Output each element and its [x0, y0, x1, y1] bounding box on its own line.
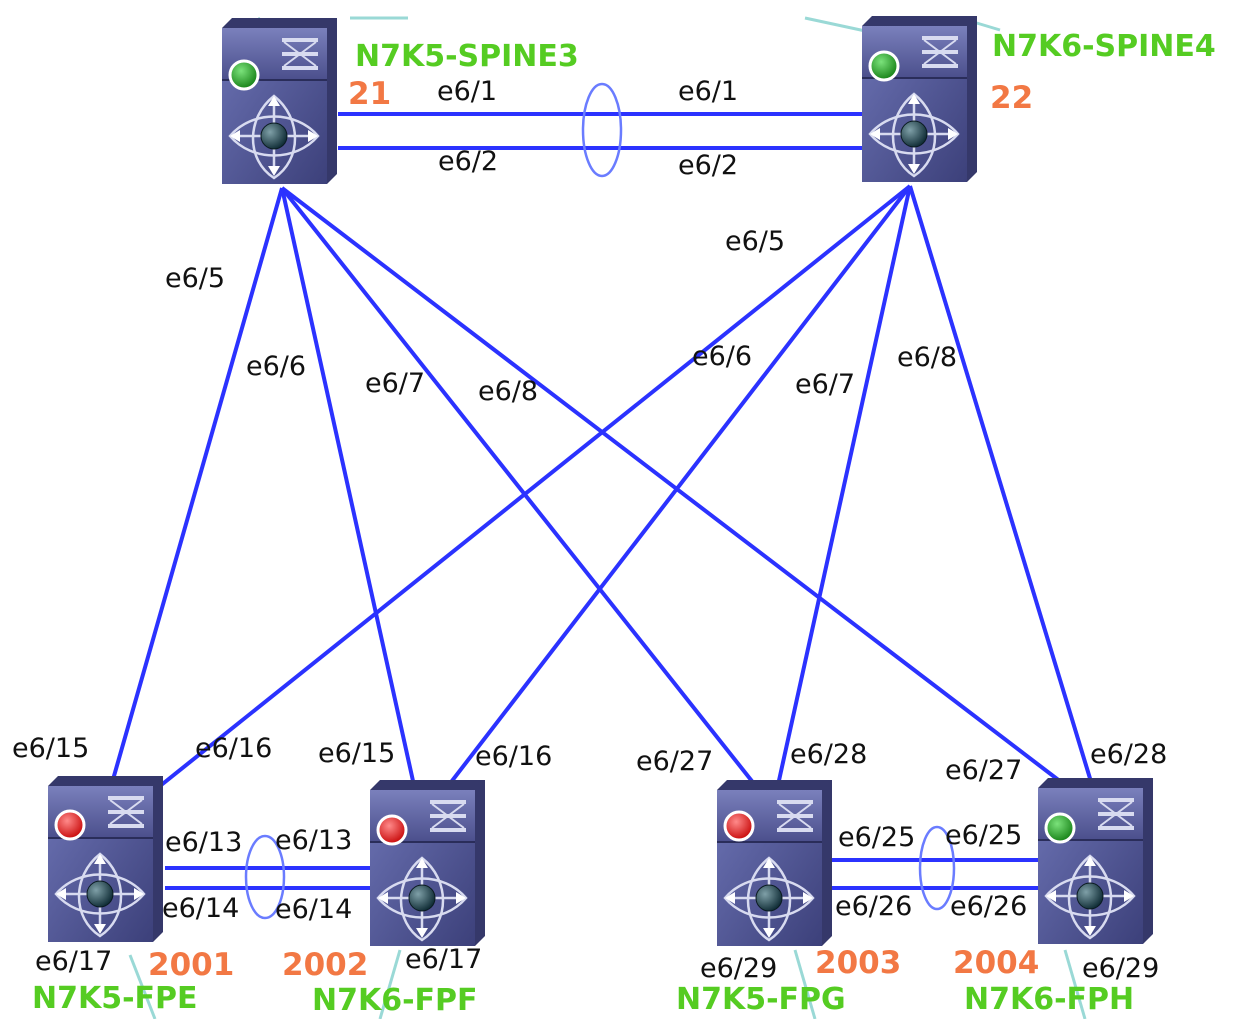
device-name-spine4: N7K6-SPINE4: [992, 29, 1216, 64]
link-s4-fpe: [153, 184, 912, 792]
device-fpe[interactable]: [46, 774, 165, 944]
port-label: e6/25: [838, 822, 915, 853]
port-labels: e6/1 e6/1 e6/2 e6/2 e6/5 e6/6 e6/7 e6/8 …: [12, 76, 1167, 984]
link-s4-fph: [908, 185, 1094, 786]
device-spine3[interactable]: [220, 16, 339, 186]
link-s4-fpg: [776, 185, 912, 786]
port-label: e6/6: [692, 341, 752, 372]
port-channel-spine-ring: [581, 82, 623, 178]
link-s3-fpe: [108, 187, 284, 791]
port-label: e6/27: [636, 746, 713, 777]
port-label: e6/7: [365, 368, 425, 399]
port-label: e6/1: [678, 76, 738, 107]
port-label: e6/25: [945, 820, 1022, 851]
device-ids: 21 22 2001 2002 2003 2004: [148, 76, 1039, 983]
device-name-fpe: N7K5-FPE: [32, 981, 198, 1016]
link-s4-fpf: [443, 184, 912, 792]
port-label: e6/2: [678, 150, 738, 181]
port-label: e6/14: [275, 894, 352, 925]
device-fpg[interactable]: [715, 778, 834, 948]
port-label: e6/5: [165, 263, 225, 294]
device-name-fph: N7K6-FPH: [964, 982, 1134, 1017]
port-label: e6/15: [318, 738, 395, 769]
port-label: e6/13: [165, 827, 242, 858]
device-id-fph: 2004: [953, 945, 1039, 981]
port-label: e6/29: [1082, 953, 1159, 984]
device-spine4[interactable]: [860, 14, 979, 184]
port-label: e6/26: [950, 891, 1027, 922]
port-label: e6/8: [478, 376, 538, 407]
port-label: e6/17: [405, 944, 482, 975]
device-id-fpe: 2001: [148, 947, 234, 983]
port-channel-rings: [244, 82, 956, 920]
device-fph[interactable]: [1036, 776, 1155, 946]
background-links: [128, 16, 1087, 1019]
port-label: e6/7: [795, 369, 855, 400]
port-label: e6/1: [437, 76, 497, 107]
device-name-fpg: N7K5-FPG: [676, 982, 846, 1017]
link-s3-fpg: [280, 186, 757, 787]
port-label: e6/29: [700, 953, 777, 984]
device-name-spine3: N7K5-SPINE3: [355, 39, 579, 74]
port-label: e6/27: [945, 755, 1022, 786]
port-label: e6/16: [475, 741, 552, 772]
port-label: e6/5: [725, 226, 785, 257]
port-label: e6/28: [1090, 739, 1167, 770]
port-label: e6/2: [438, 146, 498, 177]
status-indicator: [376, 814, 408, 846]
port-label: e6/13: [275, 825, 352, 856]
links-layer: [108, 112, 1094, 890]
status-indicator: [54, 809, 86, 841]
port-channel-gh-ring: [918, 825, 956, 911]
device-id-fpf: 2002: [282, 947, 368, 983]
device-names: N7K5-SPINE3 N7K6-SPINE4 N7K5-FPE N7K6-FP…: [32, 29, 1216, 1018]
port-label: e6/17: [35, 946, 112, 977]
device-id-spine4: 22: [990, 80, 1033, 116]
port-label: e6/8: [897, 342, 957, 373]
port-label: e6/6: [246, 351, 306, 382]
port-label: e6/14: [162, 893, 239, 924]
device-id-fpg: 2003: [815, 945, 901, 981]
port-channel-ef-ring: [244, 834, 286, 920]
device-id-spine3: 21: [348, 76, 391, 112]
status-indicator: [1044, 812, 1076, 844]
link-s3-fph: [280, 186, 1067, 787]
port-label: e6/15: [12, 733, 89, 764]
device-name-fpf: N7K6-FPF: [312, 983, 478, 1018]
status-indicator: [868, 50, 900, 82]
device-fpf[interactable]: [368, 778, 487, 948]
link-s3-fpf: [280, 187, 417, 791]
port-label: e6/16: [195, 733, 272, 764]
port-label: e6/28: [790, 739, 867, 770]
status-indicator: [723, 810, 755, 842]
port-label: e6/26: [835, 891, 912, 922]
status-indicator: [228, 59, 260, 91]
